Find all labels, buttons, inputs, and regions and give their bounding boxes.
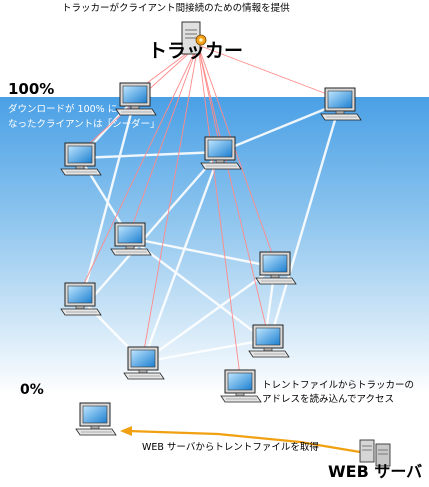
new-client-computer-icon (75, 402, 117, 436)
seeder-note-line2: なったクライアントは「シーダー」 (8, 119, 160, 130)
torrent-note-line2: アドレスを読み込んでアクセス (262, 394, 395, 405)
diagram-header: トラッカーがクライアント間接続のための情報を提供 (62, 3, 290, 14)
client-computer-icon (248, 324, 290, 358)
client-computer-icon (115, 82, 157, 116)
client-computer-icon (255, 251, 297, 285)
web-server-icon (359, 439, 391, 467)
level-100-label: 100% (8, 80, 55, 98)
client-computer-icon (60, 282, 102, 316)
tracker-links (79, 44, 341, 377)
client-computer-icon (200, 136, 242, 170)
web-server-label: WEB サーバ (328, 462, 423, 481)
seeder-note-line1: ダウンロードが 100% に (8, 104, 118, 115)
client-computer-icon (110, 222, 152, 256)
fetch-arrowhead (120, 426, 132, 436)
fetch-arrow (127, 429, 361, 454)
client-computer-icon (60, 142, 102, 176)
peer-links (78, 96, 342, 364)
level-0-label: 0% (20, 382, 44, 398)
torrent-note-line1: トレントファイルからトラッカーの (262, 380, 415, 391)
tracker-label: トラッカー (148, 40, 244, 62)
client-computer-icon (123, 346, 165, 380)
client-computer-icon (320, 87, 362, 121)
web-fetch-note: WEB サーバからトレントファイルを取得 (142, 442, 319, 453)
tracker-server-icon (181, 21, 207, 55)
client-computer-icon (220, 369, 262, 403)
